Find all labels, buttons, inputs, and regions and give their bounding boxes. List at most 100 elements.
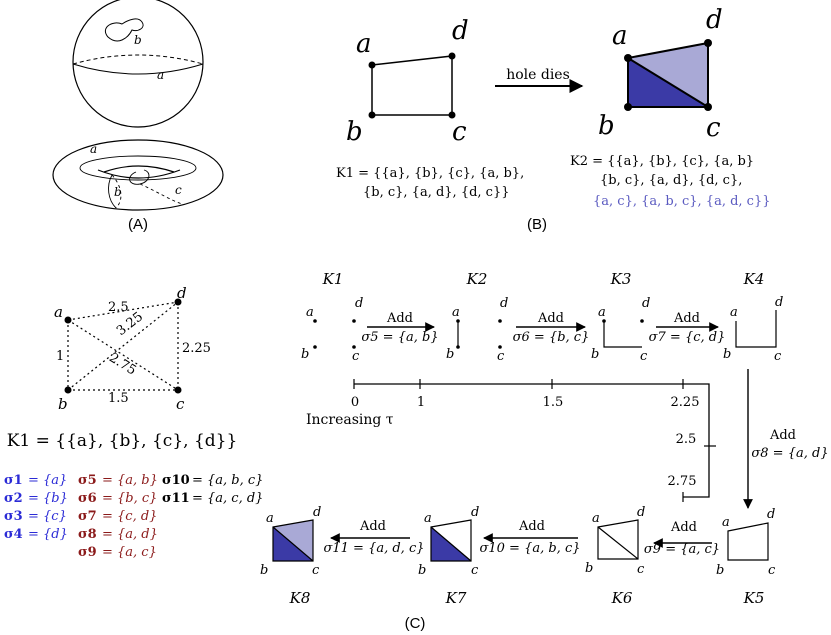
vertex-label-b: b xyxy=(446,347,454,362)
timeline-axis xyxy=(354,383,710,498)
complex-name: K7 xyxy=(445,589,467,607)
simplex-set: = {a, d} xyxy=(102,527,158,542)
tick-label: 2.75 xyxy=(668,474,697,489)
vertex-dot xyxy=(352,345,356,349)
vertex-label-d: d xyxy=(355,296,363,311)
sphere-equator-back xyxy=(72,54,204,65)
edge-label: 1 xyxy=(56,349,64,364)
edge-bd xyxy=(67,301,179,391)
complex-k8: a b c d xyxy=(260,505,321,578)
vertex-label-a: a xyxy=(266,511,274,526)
step-label: σ8 = {a, d} xyxy=(751,446,828,461)
vertex-label-d: d xyxy=(177,284,187,302)
step-label: σ11 = {a, d, c} xyxy=(324,541,425,556)
vertex-label-c: c xyxy=(706,113,721,143)
vertex-label-b: b xyxy=(301,347,309,362)
timeline: 0 1 1.5 2.25 2.5 2.75 Increasing τ xyxy=(306,379,716,502)
simplex-label: σ6 xyxy=(78,491,97,506)
tick-label: 1 xyxy=(417,395,425,410)
vertex-dot xyxy=(352,319,356,323)
complex-name: K8 xyxy=(289,589,311,607)
complex-k6: a b c d xyxy=(585,505,645,577)
vertex-dot xyxy=(704,103,712,111)
tick-label: 2.25 xyxy=(671,395,700,410)
vertex-label-c: c xyxy=(497,349,505,364)
sphere-loop xyxy=(104,18,144,42)
vertex-label-d: d xyxy=(452,16,469,46)
complex-k3: a b c d xyxy=(591,296,650,364)
torus-loop-c-back xyxy=(139,183,183,205)
vertex-dot xyxy=(498,319,502,323)
complex-name: K3 xyxy=(610,270,632,288)
complex-k5: a b c d xyxy=(716,507,776,578)
vertex-label-c: c xyxy=(637,562,645,577)
torus-loop-a xyxy=(79,155,197,181)
complex-k1: a b c d xyxy=(301,296,363,364)
step-label: σ5 = {a, b} xyxy=(361,330,438,345)
vertex-label-b: b xyxy=(58,395,68,413)
simplex-label: σ7 xyxy=(78,509,97,524)
k2-set-line1: K2 = {{a}, {b}, {c}, {a, b} xyxy=(570,154,754,169)
vertex-label-a: a xyxy=(356,29,372,59)
step-label: σ10 = {a, b, c} xyxy=(480,541,581,556)
step-arrow: Add σ6 = {b, c} xyxy=(513,311,590,345)
complex-name: K4 xyxy=(743,270,765,288)
k1-set-line1: K1 = {{a}, {b}, {c}, {a, b}, xyxy=(336,166,524,181)
vertex-dot xyxy=(624,54,632,62)
step-label: σ7 = {c, d} xyxy=(649,330,726,345)
panel-c-graph: a b c d 2.5 3.25 2.75 1 2.25 1.5 K1 = {{… xyxy=(7,284,238,451)
panel-b-label: (B) xyxy=(527,216,547,233)
vertex-label-d: d xyxy=(642,296,650,311)
sphere-equator-label: a xyxy=(157,68,164,82)
torus-label-b: b xyxy=(114,185,122,199)
edge-ad xyxy=(67,301,179,321)
add-label: Add xyxy=(518,519,545,534)
vertex-dot xyxy=(174,298,182,306)
vertex-label-d: d xyxy=(313,505,321,520)
torus-hole-lower xyxy=(97,169,181,179)
edge-ac xyxy=(67,319,179,391)
vertex-label-a: a xyxy=(592,511,600,526)
simplex-label: σ9 xyxy=(78,545,97,560)
diagonal-ac xyxy=(627,57,709,108)
edge-label: 2.75 xyxy=(106,350,139,378)
add-label: Add xyxy=(673,311,700,326)
vertex-dot xyxy=(624,103,632,111)
vertex-label-d: d xyxy=(471,505,479,520)
vertex-dot xyxy=(368,61,376,69)
vertex-dot xyxy=(640,319,644,323)
triangle-adc xyxy=(273,520,313,561)
arrow-label: hole dies xyxy=(506,67,570,83)
vertex-label-b: b xyxy=(585,561,593,576)
vertex-label-c: c xyxy=(768,563,776,578)
vertex-label-a: a xyxy=(730,305,738,320)
vertex-label-c: c xyxy=(176,395,185,413)
complex-k7: a b c d xyxy=(418,505,479,578)
simplex-set: = {a, c, d} xyxy=(192,491,263,506)
simplex-label: σ4 xyxy=(4,527,23,542)
vertex-label-b: b xyxy=(418,563,426,578)
step-arrow: Add σ9 = {a, c} xyxy=(644,520,720,557)
tick-label: 2.5 xyxy=(676,432,697,447)
graph-caption: K1 = {{a}, {b}, {c}, {d}} xyxy=(7,431,238,451)
add-label: Add xyxy=(670,520,697,535)
vertex-dot xyxy=(174,386,182,394)
edges xyxy=(727,522,769,561)
vertex-label-a: a xyxy=(722,515,730,530)
torus-outer xyxy=(52,139,224,211)
vertex-dot xyxy=(498,345,502,349)
vertex-dot xyxy=(448,52,456,60)
step-arrow: Add σ5 = {a, b} xyxy=(361,311,438,345)
timeline-label: Increasing τ xyxy=(306,412,394,428)
step-label: σ6 = {b, c} xyxy=(513,330,590,345)
vertex-label-a: a xyxy=(306,305,314,320)
vertex-label-c: c xyxy=(312,563,320,578)
add-label: Add xyxy=(537,311,564,326)
vertex-dot xyxy=(602,319,606,323)
edges xyxy=(603,321,642,348)
add-label: Add xyxy=(386,311,413,326)
edge-ac xyxy=(597,526,639,560)
vertex-label-d: d xyxy=(706,5,723,35)
edge-ac xyxy=(430,526,472,562)
simplex-set: = {a, c} xyxy=(102,545,157,560)
